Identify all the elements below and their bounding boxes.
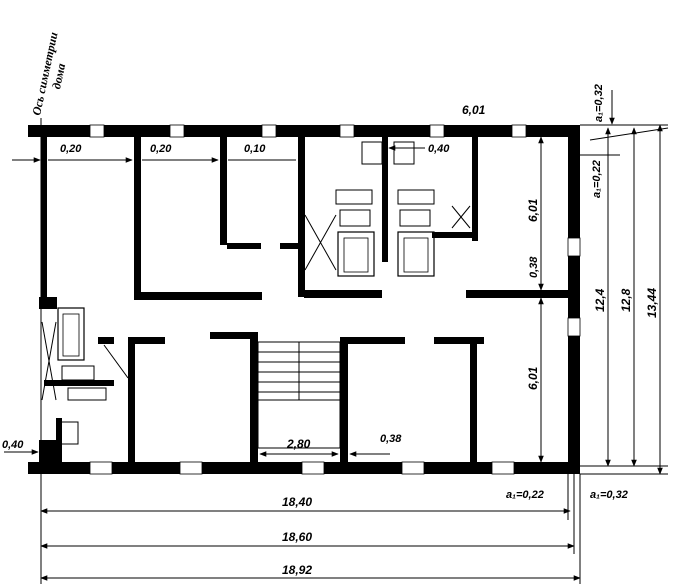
dimension-labels: 6,01 0,20 0,20 0,10 0,40 6,01 0,38 6,01 … <box>2 84 659 577</box>
dim-top-wall: 6,01 <box>462 103 486 117</box>
bathroom-fixtures <box>41 141 471 445</box>
dim-wall-040-top: 0,40 <box>428 143 450 155</box>
dim-wall-010: 0,10 <box>244 143 266 155</box>
dim-a1-right: a₁=0,22 <box>591 160 603 198</box>
dim-wall-040-left: 0,40 <box>2 439 24 451</box>
dim-wall-020-a: 0,20 <box>60 143 82 155</box>
dim-room-lower: 6,01 <box>526 366 540 390</box>
dim-corridor: 0,38 <box>528 256 540 278</box>
dim-width-18-40: 18,40 <box>282 495 312 509</box>
staircase <box>257 341 341 449</box>
dim-wall-038: 0,38 <box>380 433 402 445</box>
dim-height-13-44: 13,44 <box>645 288 659 318</box>
dim-a1-bottom-022: a₁=0,22 <box>506 489 544 501</box>
windows <box>89 124 581 475</box>
dim-room-upper: 6,01 <box>526 198 540 222</box>
dim-wall-020-b: 0,20 <box>150 143 172 155</box>
dim-height-12-4: 12,4 <box>593 288 607 312</box>
dim-width-18-92: 18,92 <box>282 563 312 577</box>
dim-a1-top: a₁=0,32 <box>593 84 605 122</box>
axis-label-line2: дома <box>49 62 68 90</box>
dim-a1-bottom-032: a₁=0,32 <box>590 489 628 501</box>
symmetry-axis-label: Ось симметрии дома <box>29 30 68 116</box>
interior-walls <box>44 137 568 462</box>
dim-stair-width: 2,80 <box>286 437 311 451</box>
dimension-lines <box>4 90 669 584</box>
dim-height-12-8: 12,8 <box>619 288 633 312</box>
dim-width-18-60: 18,60 <box>282 530 312 544</box>
